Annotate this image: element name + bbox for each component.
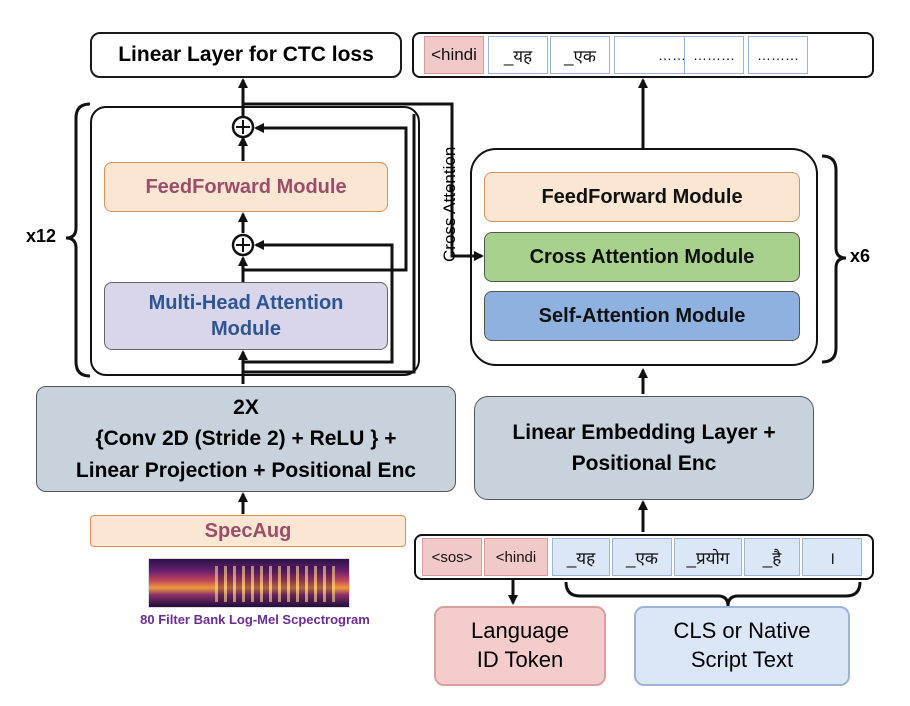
cross-attention-arrow: [243, 102, 484, 261]
script-text-box: CLS or Native Script Text: [634, 606, 850, 686]
language-id-line2: ID Token: [476, 647, 564, 672]
input-token: _एक: [612, 538, 672, 576]
script-text-line1: CLS or Native: [673, 618, 811, 644]
embedding-label-line2: Positional Enc: [571, 452, 717, 475]
cross-attention-module: Cross Attention Module: [484, 232, 800, 282]
input-token: _प्रयोग: [674, 538, 742, 576]
residual-connection-ff: [243, 123, 408, 272]
mha-label-line1: Multi-Head Attention: [148, 292, 344, 314]
input-token: _है: [744, 538, 800, 576]
input-token-sequence: [414, 534, 874, 580]
output-token: <hindi: [424, 36, 484, 74]
input-token: ।: [802, 538, 862, 576]
conv-label-line3: Linear Projection + Positional Enc: [75, 458, 417, 482]
encoder-feedforward-module: FeedForward Module: [104, 162, 388, 212]
input-token: <hindi: [484, 538, 548, 576]
encoder-repeat-brace: [65, 102, 91, 378]
residual-connection-mha: [243, 240, 394, 364]
decoder-block: [470, 148, 818, 366]
output-token: _यह: [488, 36, 548, 74]
script-text-brace: [564, 581, 862, 607]
mha-label-line2: Module: [211, 318, 281, 340]
language-id-token-box: Language ID Token: [434, 606, 606, 686]
self-attention-module: Self-Attention Module: [484, 291, 800, 341]
cross-attention-label: Cross Attention: [440, 146, 459, 262]
output-token-sequence: [412, 32, 874, 78]
linear-embedding-block: Linear Embedding Layer + Positional Enc: [474, 396, 814, 500]
output-token: ………: [684, 36, 744, 74]
script-text-line2: Script Text: [690, 647, 794, 672]
decoder-repeat-brace: [821, 154, 847, 364]
output-token: _एक: [550, 36, 610, 74]
spectrogram-bands: [215, 566, 335, 602]
decoder-feedforward-module: FeedForward Module: [484, 172, 800, 222]
specaug-block: SpecAug: [90, 515, 406, 547]
spectrogram-caption: 80 Filter Bank Log-Mel Scpectrogram: [140, 612, 370, 627]
decoder-repeat-label: x6: [850, 246, 871, 266]
input-token: <sos>: [422, 538, 482, 576]
language-id-line1: Language: [471, 618, 569, 644]
conv-label-line2: {Conv 2D (Stride 2) + ReLU } +: [95, 427, 397, 451]
input-token: _यह: [552, 538, 610, 576]
output-token: ………: [748, 36, 808, 74]
ctc-linear-layer: Linear Layer for CTC loss: [90, 32, 402, 78]
conv-subsampling-block: 2X {Conv 2D (Stride 2) + ReLU } + Linear…: [36, 386, 456, 492]
encoder-repeat-label: x12: [26, 226, 57, 246]
conv-label-line1: 2X: [233, 395, 259, 419]
multi-head-attention-module: Multi-Head Attention Module: [104, 282, 388, 350]
embedding-label-line1: Linear Embedding Layer +: [512, 420, 776, 444]
encoder-block: [90, 106, 420, 376]
